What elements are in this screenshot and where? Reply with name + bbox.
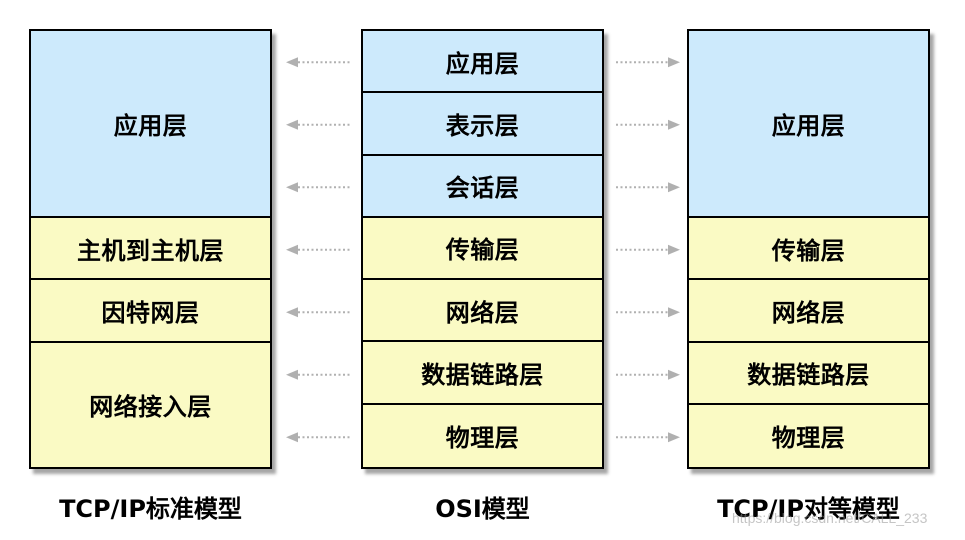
- left-arrow-head-4: [286, 244, 298, 255]
- right-arrow-7: [616, 432, 680, 443]
- tcpip-application-layer: 应用层: [31, 31, 270, 219]
- left-arrow-1: [286, 57, 350, 68]
- right-arrow-1: [616, 57, 680, 68]
- tcpip-internet-layer: 因特网层: [31, 280, 270, 343]
- tcpip-host-to-host-layer: 主机到主机层: [31, 218, 270, 281]
- tcpip-network-access-layer: 网络接入层: [31, 342, 270, 467]
- right-arrow-head-2: [668, 119, 680, 130]
- osi-caption: OSI模型: [435, 494, 530, 523]
- right-arrow-head-7: [668, 432, 680, 443]
- osi-physical-layer: 物理层: [363, 404, 602, 467]
- left-arrow-4: [286, 244, 350, 255]
- left-arrow-group: [286, 57, 350, 443]
- tcpip-peer-caption: TCP/IP对等模型: [717, 494, 900, 523]
- peer-network-layer: 网络层: [689, 280, 928, 343]
- osi-application-layer: 应用层: [363, 31, 602, 94]
- peer-application-layer: 应用层: [689, 31, 928, 219]
- right-arrow-5: [616, 307, 680, 318]
- left-arrow-head-3: [286, 182, 298, 193]
- right-arrow-head-5: [668, 307, 680, 318]
- right-arrow-head-4: [668, 244, 680, 255]
- right-arrow-head-6: [668, 369, 680, 380]
- tcpip-standard-caption: TCP/IP标准模型: [59, 494, 242, 523]
- right-arrow-6: [616, 369, 680, 380]
- peer-data-link-layer: 数据链路层: [689, 342, 928, 405]
- left-arrow-head-6: [286, 369, 298, 380]
- osi-network-layer: 网络层: [363, 280, 602, 343]
- left-arrow-head-1: [286, 57, 298, 68]
- osi-session-layer: 会话层: [363, 155, 602, 218]
- left-arrow-3: [286, 182, 350, 193]
- right-arrow-head-3: [668, 182, 680, 193]
- left-arrow-5: [286, 307, 350, 318]
- left-arrow-head-5: [286, 307, 298, 318]
- left-arrow-6: [286, 369, 350, 380]
- left-arrow-2: [286, 119, 350, 130]
- osi-presentation-layer: 表示层: [363, 93, 602, 156]
- osi-stack: 应用层 表示层 会话层 传输层 网络层 数据链路层 物理层: [361, 29, 604, 469]
- right-arrow-4: [616, 244, 680, 255]
- peer-physical-layer: 物理层: [689, 404, 928, 467]
- tcpip-standard-stack: 应用层 主机到主机层 因特网层 网络接入层: [29, 29, 272, 469]
- watermark: https://blog.csdn.net/CALL_233: [732, 510, 928, 526]
- right-arrow-3: [616, 182, 680, 193]
- left-arrow-head-7: [286, 432, 298, 443]
- right-arrow-head-1: [668, 57, 680, 68]
- osi-transport-layer: 传输层: [363, 217, 602, 281]
- osi-data-link-layer: 数据链路层: [363, 342, 602, 405]
- right-arrow-2: [616, 119, 680, 130]
- right-arrow-group: [616, 57, 680, 443]
- left-arrow-head-2: [286, 119, 298, 130]
- tcpip-peer-stack: 应用层 传输层 网络层 数据链路层 物理层: [687, 29, 930, 469]
- left-arrow-7: [286, 432, 350, 443]
- peer-transport-layer: 传输层: [689, 218, 928, 281]
